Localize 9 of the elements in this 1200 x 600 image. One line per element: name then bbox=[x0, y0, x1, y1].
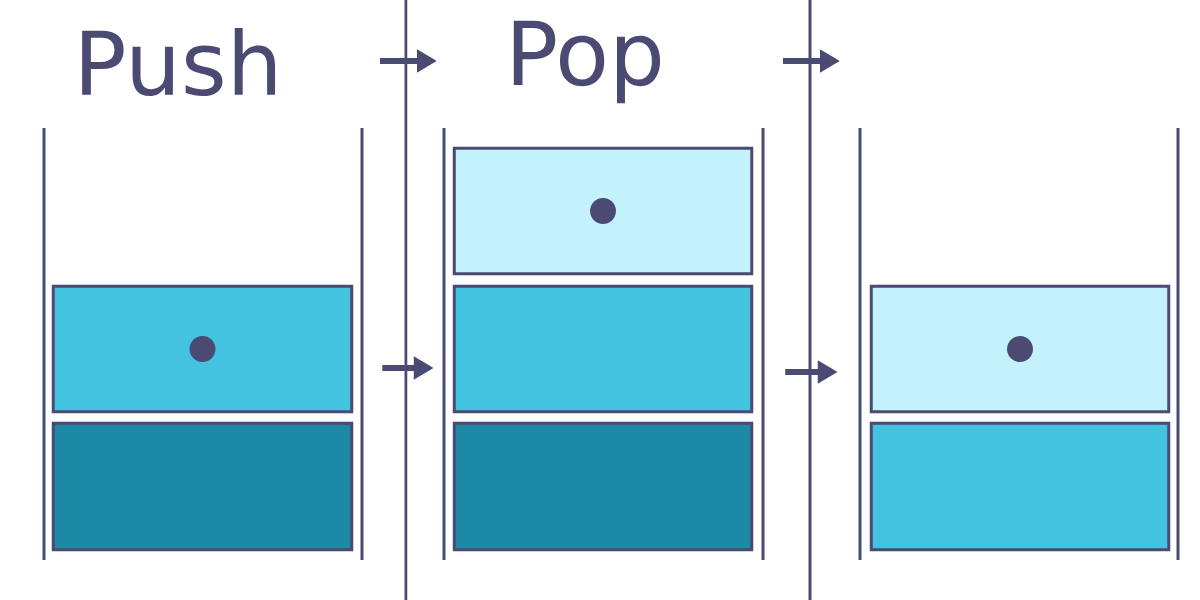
stack-element bbox=[452, 146, 754, 276]
heading: Pop bbox=[513, 20, 661, 104]
heading: Push bbox=[82, 27, 276, 97]
stack-element bbox=[452, 421, 754, 552]
stack-element bbox=[452, 284, 754, 414]
stack-element bbox=[869, 284, 1171, 414]
stack-element bbox=[51, 421, 354, 552]
stack-element bbox=[869, 421, 1171, 552]
stack-element bbox=[51, 284, 354, 414]
